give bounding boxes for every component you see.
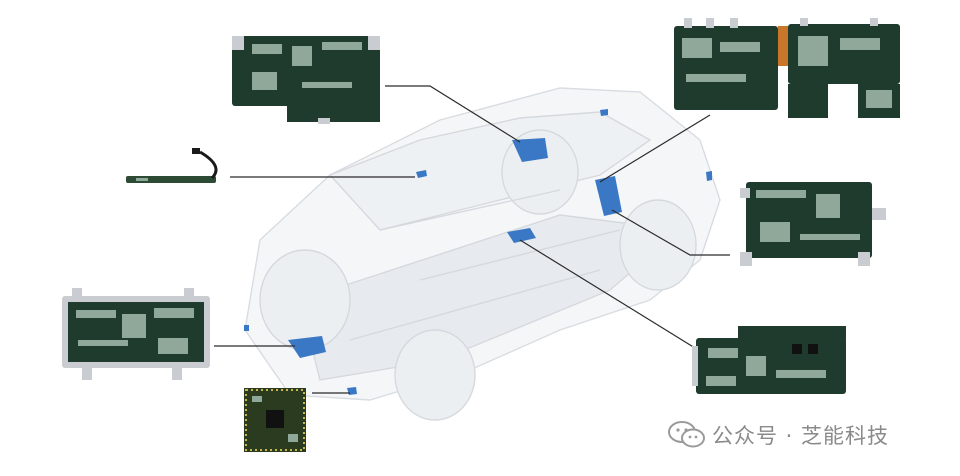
module-floor [507,228,536,243]
antenna-module [126,148,218,183]
module-roof [600,109,608,116]
car-wireframe [244,87,721,421]
wechat-icon [668,421,705,448]
dual-domain-controller-boards [674,18,900,118]
module-antenna [416,170,427,178]
controller-board-bottom-right [692,326,846,394]
watermark-text: 公众号 · 芝能科技 [712,424,890,448]
module-domain-controller [595,176,622,216]
module-rear-edge [244,325,249,331]
power-module-left [62,288,210,380]
controller-board-right [740,182,886,266]
highlighted-modules [244,109,712,395]
controller-board-top-center [232,36,380,124]
module-front-edge [706,171,712,181]
module-rear-power [288,336,326,358]
watermark: 公众号 · 芝能科技 [668,420,889,450]
callout-lines [214,85,730,394]
module-front-controller [512,138,548,162]
small-sensor-board [244,388,306,452]
